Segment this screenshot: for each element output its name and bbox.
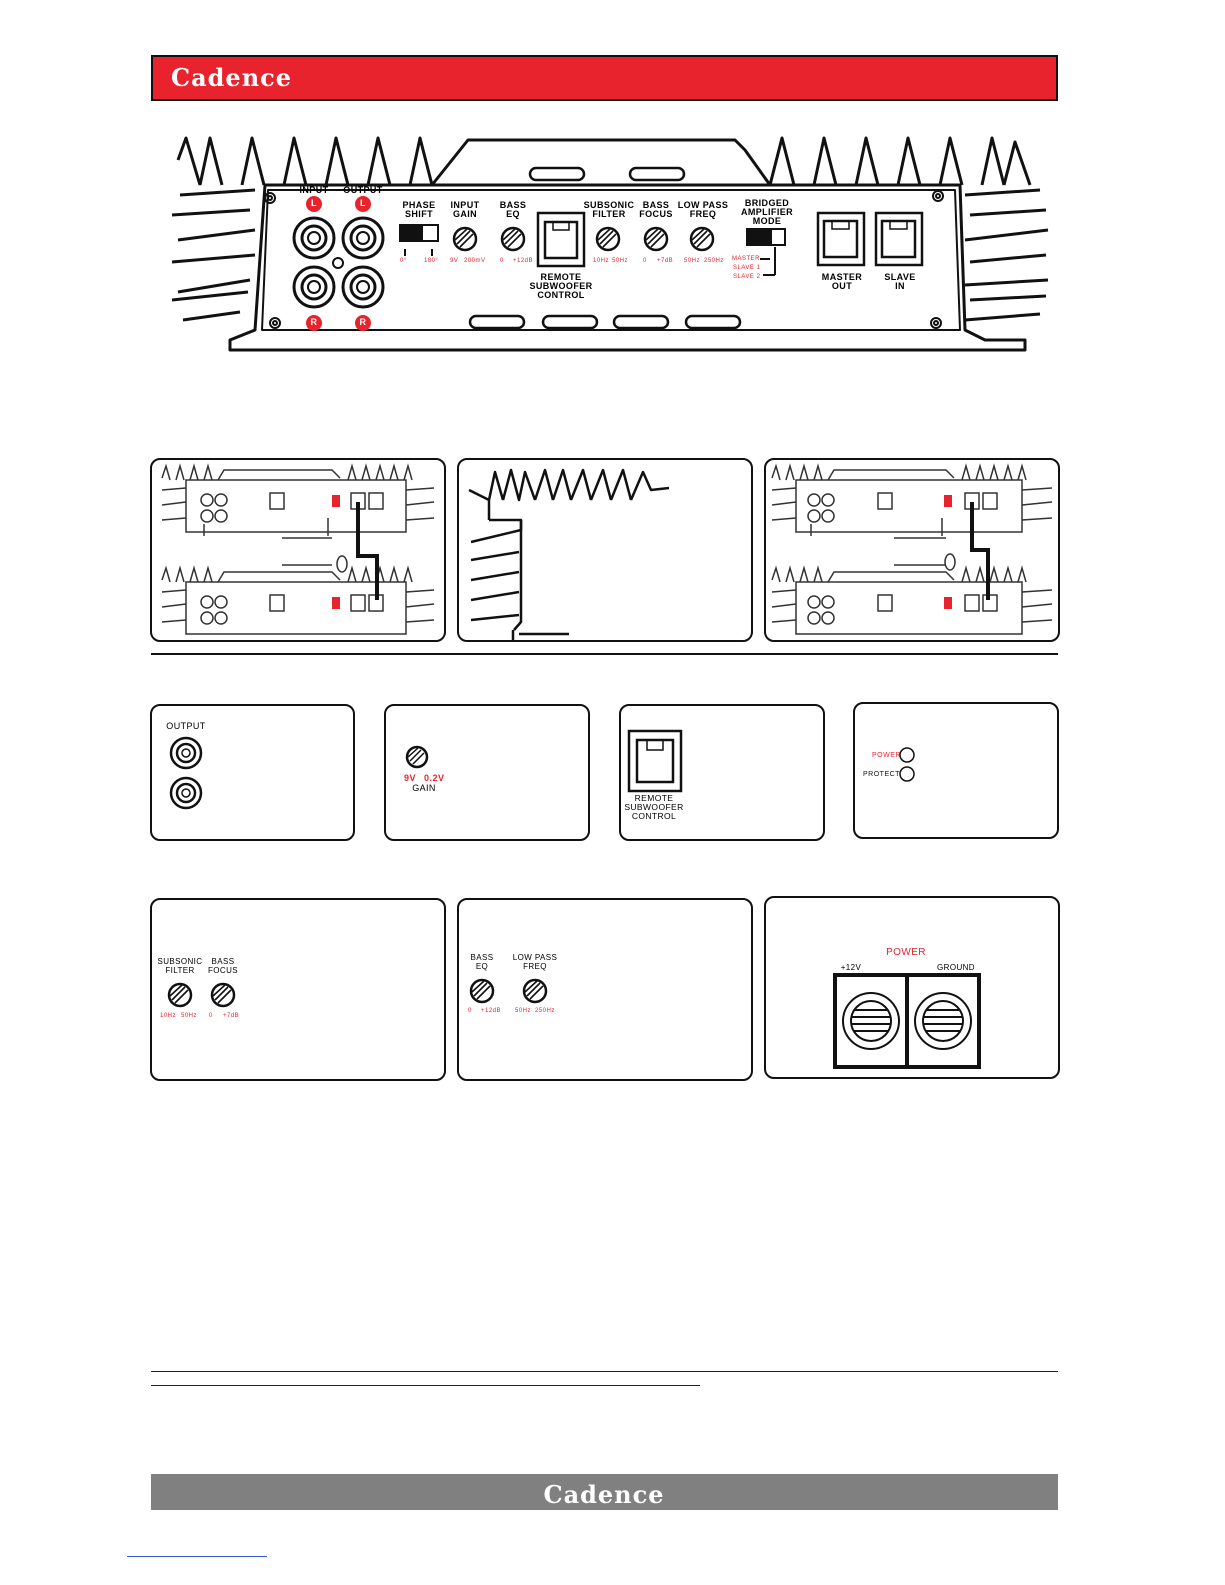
header-bar: Cadence [151, 55, 1058, 101]
gain-detail-panel: 9V 0.2V GAIN [384, 704, 590, 841]
power-terminals-drawing [833, 973, 981, 1069]
basseq-detail-min: 0 [468, 1008, 472, 1014]
wiring-three-amps-drawing [771, 463, 1053, 635]
gain-max: 200mV [464, 258, 486, 264]
input-label: INPUT [299, 185, 329, 195]
output-label: OUTPUT [343, 185, 383, 195]
subsonic-detail-max: 50Hz [181, 1013, 198, 1019]
power-ground-label: GROUND [937, 963, 975, 972]
page-link-underline [127, 1556, 267, 1557]
output-right-badge: R [359, 317, 367, 327]
bridged-mode-label: BRIDGED AMPLIFIER MODE [740, 198, 794, 226]
lowpass-detail-min: 50Hz [515, 1008, 532, 1014]
section-divider [151, 653, 1058, 655]
gain-detail-max: 0.2V [424, 773, 445, 783]
phase-shift-label: PHASE SHIFT [402, 200, 436, 219]
subsonic-detail-min: 10Hz [160, 1013, 177, 1019]
master-out-label: MASTER OUT [821, 272, 863, 291]
basseq-lowpass-panel: BASS EQ LOW PASS FREQ 0 +12dB 50Hz 250Hz [457, 898, 753, 1081]
bridged-slave2: SLAVE 2 [733, 274, 761, 280]
bass-eq-label: BASS EQ [499, 200, 527, 219]
subsonic-focus-knobs [167, 982, 236, 1008]
power-title: POWER [886, 947, 926, 958]
amplifier-panel-drawing [171, 136, 1049, 352]
remote-detail-panel: REMOTE SUBWOOFER CONTROL [619, 704, 825, 841]
wiring-two-amps-drawing [161, 463, 435, 635]
bass-eq-max: +12dB [513, 258, 534, 264]
subsonic-focus-panel: SUBSONIC FILTER BASS FOCUS 10Hz 50Hz 0 +… [150, 898, 446, 1081]
low-pass-min: 50Hz [684, 258, 701, 264]
input-left-badge: L [311, 198, 317, 208]
gain-knob-icon [405, 745, 429, 769]
phase-max: 180° [424, 258, 439, 264]
bottom-rule-short [151, 1385, 700, 1386]
bass-focus-min: 0 [643, 258, 647, 264]
input-right-badge: R [310, 317, 318, 327]
gain-detail-min: 9V [404, 773, 417, 783]
led-detail-panel: POWER PROTECT [853, 702, 1059, 839]
bass-focus-max: +7dB [657, 258, 674, 264]
subsonic-min: 10Hz [593, 258, 610, 264]
footer-brand-logo: Cadence [543, 1480, 665, 1509]
subsonic-detail-label: SUBSONIC FILTER [157, 957, 203, 975]
wiring-panel-three-amps [764, 458, 1060, 642]
detail-output-label: OUTPUT [166, 721, 206, 731]
bottom-rule-long [151, 1371, 1058, 1372]
output-left-badge: L [360, 198, 366, 208]
output-jacks-drawing [169, 736, 203, 810]
basseq-lowpass-knobs [469, 978, 548, 1004]
focus-detail-min: 0 [209, 1013, 213, 1019]
brand-logo: Cadence [171, 63, 293, 92]
bass-eq-min: 0 [500, 258, 504, 264]
power-terminal-panel: POWER +12V GROUND [764, 896, 1060, 1079]
phase-min: 0° [400, 258, 407, 264]
gain-min: 9V [450, 258, 459, 264]
gain-detail-label: GAIN [412, 783, 436, 793]
subsonic-max: 50Hz [612, 258, 629, 264]
low-pass-freq-label: LOW PASS FREQ [677, 200, 729, 219]
led-indicators-icon [899, 747, 915, 782]
lowpass-detail-max: 250Hz [535, 1008, 555, 1014]
side-view-panel [457, 458, 753, 642]
bass-focus-label: BASS FOCUS [639, 200, 673, 219]
footer-bar: Cadence [151, 1474, 1058, 1510]
bridged-master: MASTER [732, 256, 761, 262]
basseq-detail-label: BASS EQ [470, 953, 494, 971]
power-led-label: POWER [872, 752, 901, 759]
remote-jack-icon [627, 729, 683, 793]
basseq-detail-max: +12dB [481, 1008, 502, 1014]
low-pass-max: 250Hz [704, 258, 724, 264]
output-detail-panel: OUTPUT [150, 704, 355, 841]
subsonic-filter-label: SUBSONIC FILTER [583, 200, 635, 219]
input-gain-label: INPUT GAIN [450, 200, 480, 219]
bridged-slave1: SLAVE 1 [733, 265, 761, 271]
side-view-drawing [468, 468, 670, 640]
focus-detail-max: +7dB [223, 1013, 240, 1019]
lowpass-detail-label: LOW PASS FREQ [512, 953, 558, 971]
slave-in-label: SLAVE IN [884, 272, 916, 291]
remote-detail-label: REMOTE SUBWOOFER CONTROL [624, 793, 684, 821]
wiring-panel-two-amps [150, 458, 446, 642]
protect-led-label: PROTECT [863, 771, 900, 778]
focus-detail-label: BASS FOCUS [208, 957, 238, 975]
remote-subwoofer-label: REMOTE SUBWOOFER CONTROL [529, 272, 593, 300]
power-positive-label: +12V [840, 963, 862, 972]
